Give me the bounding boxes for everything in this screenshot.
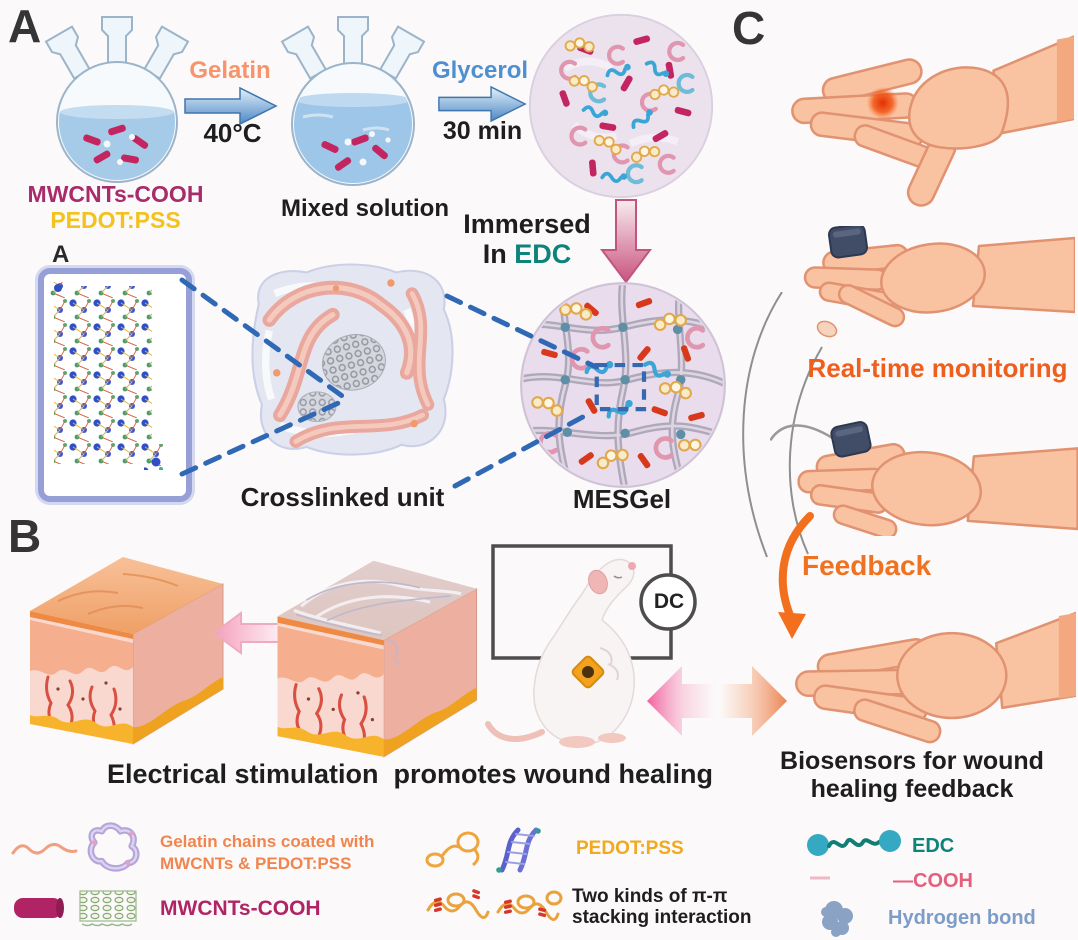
process-arrow2-icon xyxy=(438,85,527,123)
dc-meter-label: DC xyxy=(653,590,685,613)
legend-pipi-line2: stacking interaction xyxy=(572,907,752,928)
monitoring-label: Real-time monitoring xyxy=(807,353,1068,383)
panel-b-caption: Electrical stimulation promotes wound he… xyxy=(106,759,714,789)
process-arrow1-icon xyxy=(184,86,278,126)
cooh-crescent-icon xyxy=(810,863,856,893)
healed-hand-icon xyxy=(795,611,1076,744)
crosslinked-unit-label: Crosslinked unit xyxy=(240,482,445,512)
reagent-label-pedot: PEDOT:PSS xyxy=(50,207,181,233)
flask2-icon xyxy=(280,16,426,186)
inset-a-label: A xyxy=(52,241,70,268)
panel-c-label: C xyxy=(732,2,766,54)
coated-gelatin-loop-icon xyxy=(87,822,140,872)
flask1-icon xyxy=(44,16,190,183)
legend-gelatin-line2: MWCNTs & PEDOT:PSS xyxy=(160,854,352,873)
panel-a-label: A xyxy=(8,0,42,52)
immersed-arrow-icon xyxy=(600,199,652,284)
legend-mwcnts-label: MWCNTs-COOH xyxy=(160,897,321,920)
mesgel-icon xyxy=(520,282,726,488)
immersed-label-line1: Immersed xyxy=(463,209,591,239)
rat-icon xyxy=(485,558,636,748)
exchange-arrows-icon xyxy=(647,666,787,736)
edc-linker-icon xyxy=(807,830,901,856)
crosslinked-unit-icon xyxy=(251,263,454,456)
legend-pedot-label: PEDOT:PSS xyxy=(576,838,684,859)
step2-condition-label: 30 min xyxy=(442,117,523,145)
pedot-chain-icon xyxy=(425,831,480,868)
mesgel-label: MESGel xyxy=(572,484,672,514)
reagent-label-mwcnts: MWCNTs-COOH xyxy=(27,181,204,207)
pi-pi-stacking-icon xyxy=(426,889,563,921)
step1-condition-label: 40°C xyxy=(203,118,262,148)
wavy-chain-icon xyxy=(11,842,78,855)
step1-reagent-label: Gelatin xyxy=(189,57,271,84)
legend-gelatin-line1: Gelatin chains coated with xyxy=(160,832,375,851)
nanotube-mesh-icon xyxy=(79,890,137,927)
panel-b-label: B xyxy=(8,510,42,562)
gel-treated-skin-cube-icon xyxy=(277,560,478,758)
sensor-hand-icon xyxy=(803,226,1075,338)
molecular-inset-box xyxy=(38,268,192,502)
wounded-hand-icon xyxy=(791,35,1074,207)
legend-edc-label: EDC xyxy=(912,835,955,857)
feedback-label: Feedback xyxy=(802,550,932,581)
sensor-hand2-icon xyxy=(770,421,1078,536)
feedback-arrow-icon xyxy=(778,512,814,639)
immersed-in-text: In xyxy=(482,239,515,269)
hydrogen-bond-blob-icon xyxy=(821,901,853,937)
immersed-label-line2: In EDC xyxy=(452,240,602,268)
molecular-lattice-icon xyxy=(50,282,164,470)
legend-pipi-line1: Two kinds of π-π xyxy=(572,886,728,907)
healed-skin-cube-icon xyxy=(30,557,224,745)
legend-cooh-label: —COOH xyxy=(893,870,973,892)
legend-hbond-label: Hydrogen bond xyxy=(888,907,1036,929)
edc-text: EDC xyxy=(514,239,572,269)
panel-c-caption-line1: Biosensors for wound xyxy=(780,747,1044,775)
step2-reagent-label: Glycerol xyxy=(431,57,529,84)
pregel-solution-icon xyxy=(528,13,714,199)
nanotube-rod-icon xyxy=(14,898,64,918)
pss-helix-icon xyxy=(496,827,541,873)
mixed-solution-label: Mixed solution xyxy=(281,195,449,222)
panel-c-caption-line2: healing feedback xyxy=(810,775,1014,803)
